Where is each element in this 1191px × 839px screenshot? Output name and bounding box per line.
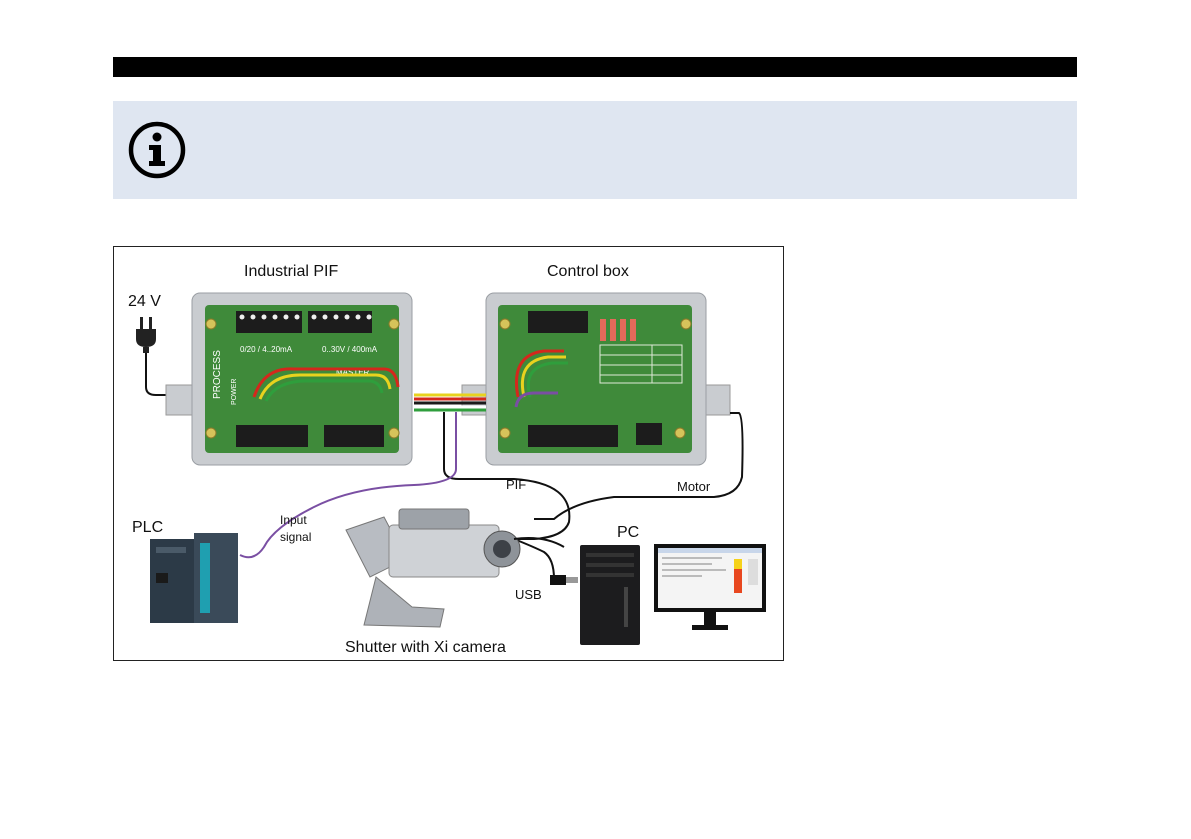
label-motor-cable: Motor [677,479,710,494]
label-pif-cable: PIF [506,477,526,492]
pif-relay-text: 0..30V / 400mA [322,345,378,354]
label-industrial-pif: Industrial PIF [244,263,338,281]
label-pc: PC [617,524,639,542]
label-input-signal-1: Input [280,512,307,529]
pc-tower [580,545,640,645]
section-header-bar [113,57,1077,77]
monitor [654,544,766,630]
power-plug-icon [136,317,166,395]
label-usb: USB [515,587,542,602]
label-plc: PLC [132,519,163,537]
info-icon [128,121,186,179]
shutter-camera [346,509,564,627]
usb-plug-icon [550,575,578,585]
pif-process-text: PROCESS [212,350,223,399]
diagram-graphics: PROCESS 0/20 / 4..20mA 0..30V / 400mA MA… [114,247,783,660]
pif-current-text: 0/20 / 4..20mA [240,345,293,354]
label-input-signal-2: signal [280,529,311,546]
control-box [462,293,730,465]
industrial-pif-box [166,293,412,465]
info-note-box [113,101,1077,199]
connection-diagram: PROCESS 0/20 / 4..20mA 0..30V / 400mA MA… [113,246,784,661]
pif-power-text: POWER [231,379,238,405]
label-control-box: Control box [547,263,629,281]
plc-unit [150,533,238,623]
label-voltage: 24 V [128,293,161,311]
label-shutter-camera: Shutter with Xi camera [345,639,506,657]
